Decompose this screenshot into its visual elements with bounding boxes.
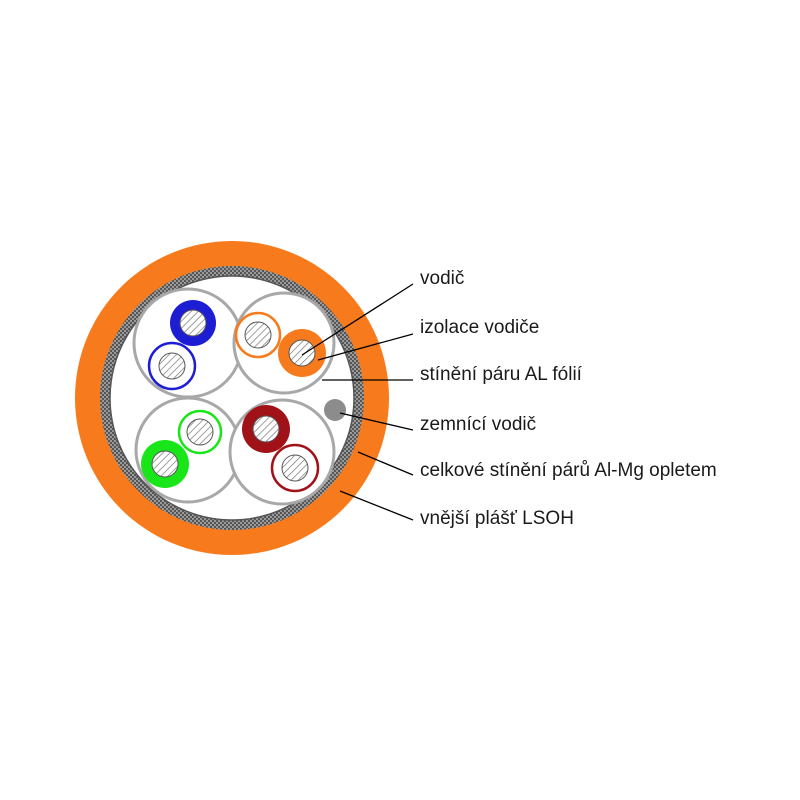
leader-line-conductor <box>301 283 414 356</box>
brown-white-conductor <box>281 454 309 482</box>
blue-conductor <box>179 309 207 337</box>
label-outer-jacket: vnější plášť LSOH <box>420 508 574 529</box>
label-overall-shield: celkové stínění párů Al-Mg opletem <box>420 460 717 481</box>
brown-conductor <box>252 415 280 443</box>
leader-line-jacket <box>339 490 414 521</box>
green-conductor <box>151 450 179 478</box>
label-conductor: vodič <box>420 268 464 289</box>
label-pair-shield: stínění páru AL fólií <box>420 364 583 385</box>
leader-line-overall-shield <box>357 451 414 476</box>
orange-white-conductor <box>244 321 272 349</box>
blue-white-conductor <box>158 352 186 380</box>
orange-conductor <box>288 339 316 367</box>
green-white-conductor <box>186 418 214 446</box>
drain-wire <box>324 399 346 421</box>
label-conductor-insulation: izolace vodiče <box>420 317 539 338</box>
leader-line-insulation <box>317 333 414 361</box>
leader-line-drain <box>339 412 414 431</box>
label-drain-wire: zemnící vodič <box>420 414 536 435</box>
